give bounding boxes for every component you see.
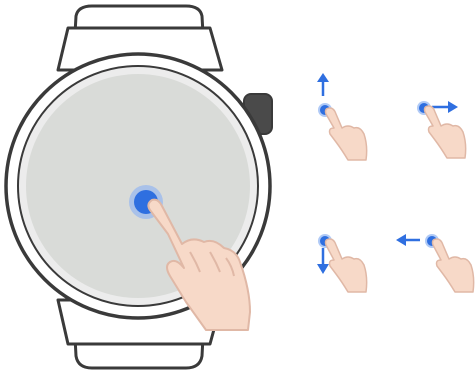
- gesture-swipe-down: [317, 234, 367, 292]
- gesture-swipe-right: [417, 101, 466, 158]
- swipe-down-hand-icon: [326, 239, 367, 292]
- arrow-left-icon: [396, 234, 406, 246]
- swipe-up-hand-icon: [326, 108, 367, 160]
- arrow-right-icon: [448, 101, 458, 113]
- swipe-left-hand-icon: [433, 239, 474, 292]
- arrow-down-icon: [317, 264, 329, 274]
- swipe-right-hand-icon: [425, 106, 466, 158]
- gesture-swipe-left: [396, 234, 474, 292]
- smartwatch: [6, 6, 272, 368]
- gesture-swipe-up: [317, 73, 367, 160]
- arrow-up-icon: [317, 73, 329, 82]
